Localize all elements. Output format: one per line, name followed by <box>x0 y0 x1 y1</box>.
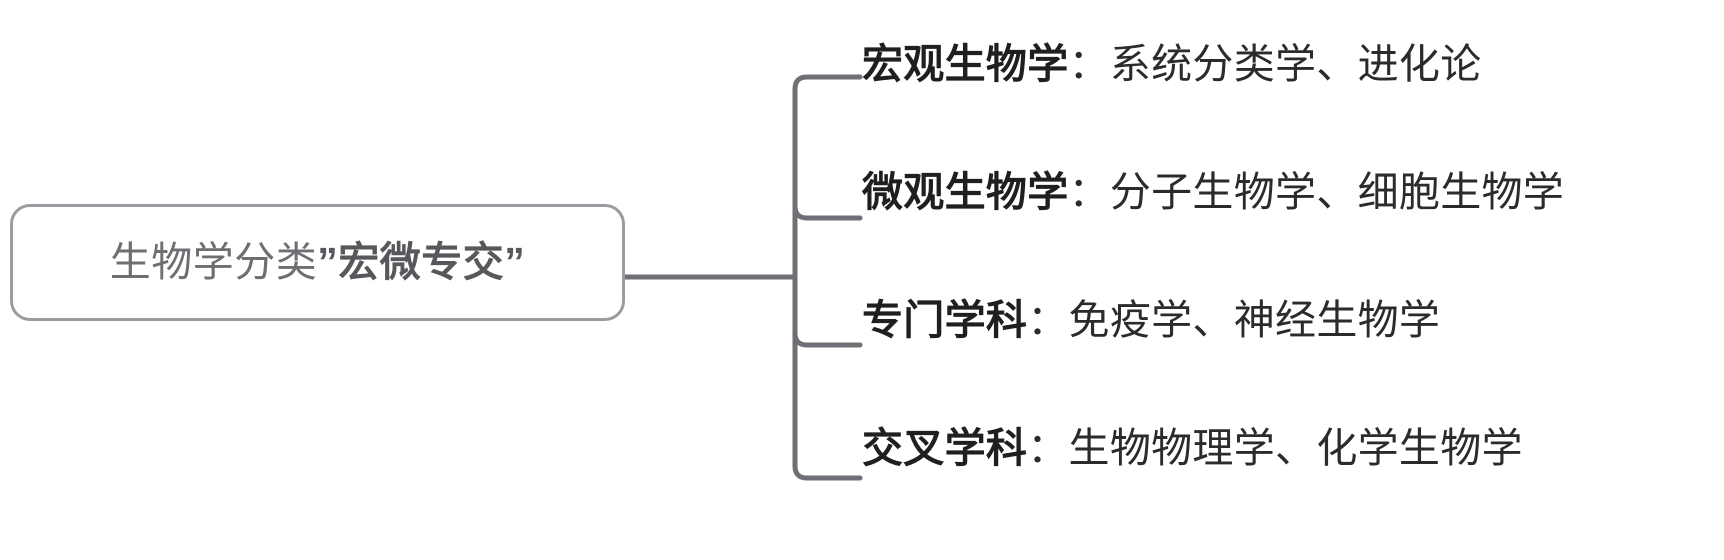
branch-3-separator: ： <box>1027 297 1069 343</box>
branch-4-value: 生物物理学、化学生物学 <box>1068 425 1523 471</box>
connector-branch-3 <box>792 330 863 348</box>
root-node-label: 生物学分类”宏微专交” <box>109 238 526 285</box>
branch-3-value: 免疫学、神经生物学 <box>1068 297 1441 343</box>
connector-branch-4 <box>792 463 863 481</box>
root-node[interactable]: 生物学分类”宏微专交” <box>10 204 625 321</box>
branch-2-value: 分子生物学、细胞生物学 <box>1109 169 1565 215</box>
branch-1-separator: ： <box>1068 41 1110 87</box>
branch-node-4[interactable]: 交叉学科：生物物理学、化学生物学 <box>862 428 1523 469</box>
root-label-emphasis: ”宏微专交” <box>317 238 526 285</box>
branch-4-separator: ： <box>1027 425 1069 471</box>
branch-node-1[interactable]: 宏观生物学：系统分类学、进化论 <box>862 44 1482 85</box>
branch-4-key: 交叉学科 <box>862 425 1028 471</box>
branch-2-key: 微观生物学 <box>862 169 1069 215</box>
connector-branch-1 <box>792 74 863 92</box>
branch-node-2[interactable]: 微观生物学：分子生物学、细胞生物学 <box>862 172 1564 213</box>
branch-node-3[interactable]: 专门学科：免疫学、神经生物学 <box>862 300 1440 341</box>
branch-2-separator: ： <box>1068 169 1110 215</box>
branch-1-key: 宏观生物学 <box>862 41 1069 87</box>
branch-3-key: 专门学科 <box>862 297 1028 343</box>
root-label-plain: 生物学分类 <box>109 238 318 285</box>
connector-branch-2 <box>792 203 863 221</box>
branch-1-value: 系统分类学、进化论 <box>1109 41 1482 87</box>
